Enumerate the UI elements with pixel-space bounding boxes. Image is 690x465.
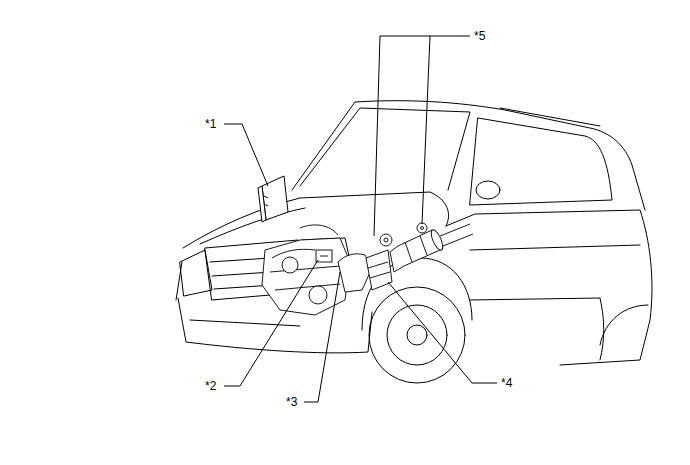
callout-number: *1: [204, 117, 217, 131]
callout-number: *4: [500, 376, 513, 390]
ecm-unit: [258, 176, 288, 222]
engine-assembly: [262, 225, 350, 315]
exhaust-system: [338, 223, 473, 292]
callout-number: *2: [204, 379, 217, 393]
leader-lines: [224, 36, 497, 402]
car-body: [176, 101, 652, 383]
callout-number: *3: [285, 395, 298, 409]
callout-number: *5: [473, 29, 486, 43]
